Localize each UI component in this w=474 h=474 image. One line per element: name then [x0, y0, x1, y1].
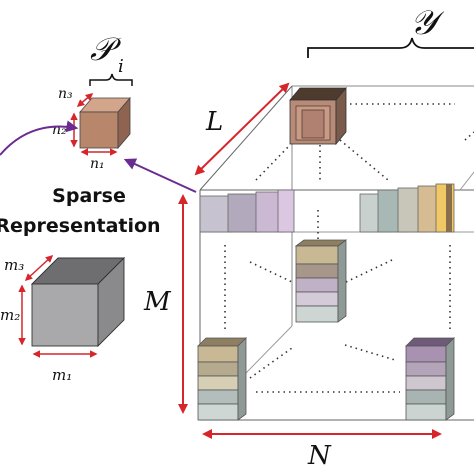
patch-bottom-left-stack: [197, 337, 247, 421]
atom-m3-label: m₃: [4, 256, 24, 274]
patch-top-back: [289, 86, 347, 146]
tensor-brace: [307, 37, 474, 58]
patch-front-left: [199, 189, 295, 233]
atom-cube: [30, 256, 126, 348]
patch-bottom-right-stack: [405, 337, 455, 421]
purple-arrow-to-patch: [123, 158, 197, 193]
purple-arrow-left: [0, 120, 79, 156]
patch-subscript: i: [118, 56, 124, 77]
patch-cube: [79, 96, 131, 150]
patch-center-stack: [294, 239, 348, 323]
patch-n3-arrow: [76, 93, 94, 107]
atom-m2-label: m₂: [0, 306, 20, 324]
dim-M-label: M: [143, 287, 172, 317]
atom-m1-label: m₁: [52, 366, 72, 384]
atom-m3-arrow: [24, 254, 54, 282]
dim-L-label: L: [205, 107, 223, 137]
dim-L-arrow: [194, 82, 290, 176]
patch-n3-label: n₃: [58, 86, 73, 102]
patch-n1-label: n₁: [90, 156, 105, 172]
dim-N-label: N: [307, 441, 332, 471]
caption-line2: Representation: [0, 215, 161, 237]
patch-n2-label: n₂: [52, 122, 67, 138]
tensor-top-left-edge: [199, 85, 293, 191]
tensor-symbol: 𝒴: [410, 3, 445, 43]
tensor-top-right-edge: [459, 171, 474, 191]
tensor-dotted-lines: [224, 103, 474, 393]
caption-line1: Sparse: [52, 185, 126, 207]
patch-front-right: [359, 183, 455, 233]
patch-brace: [89, 73, 133, 86]
